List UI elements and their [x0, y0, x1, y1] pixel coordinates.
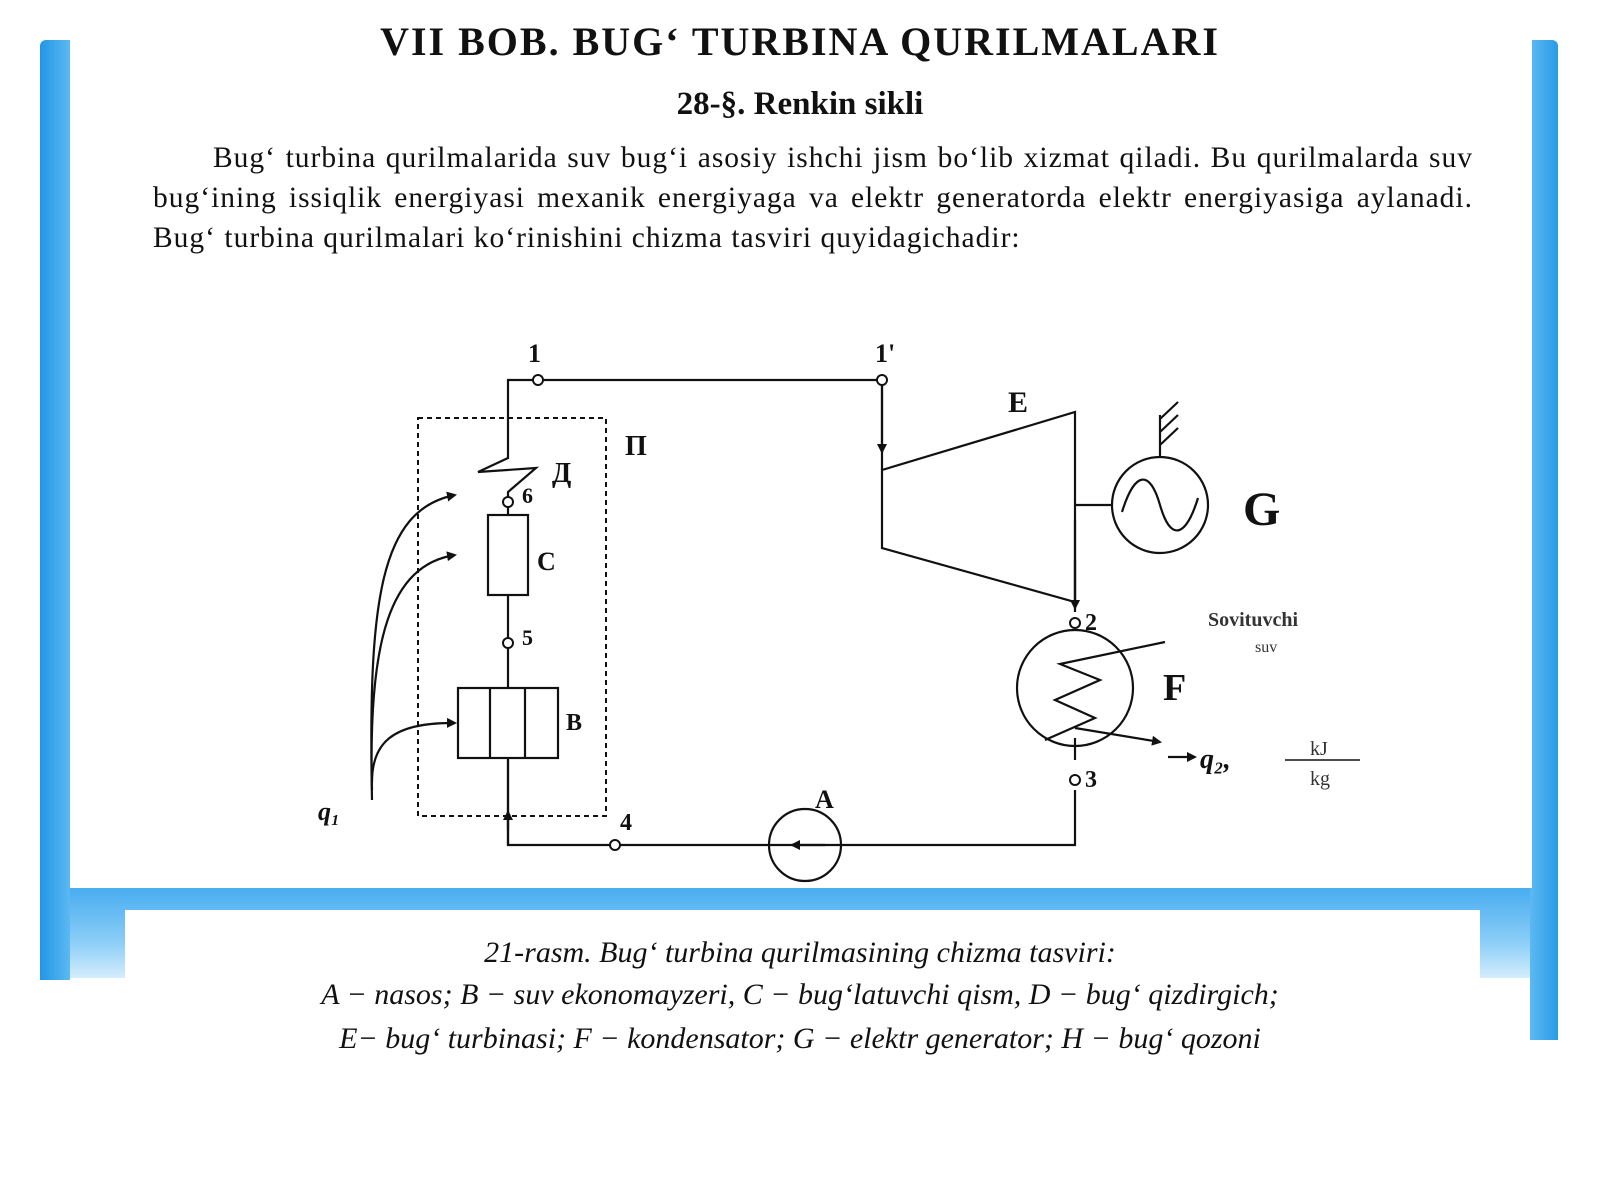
point-6-label: 6: [522, 483, 533, 508]
heat-input-arrow-2: [370, 551, 457, 791]
chapter-title: VII BOB. BUG‘ TURBINA QURILMALARI: [380, 19, 1220, 64]
turbine-body: [880, 410, 1077, 604]
unit-numerator: kJ: [1310, 738, 1328, 760]
heat-input-arrow-1: [370, 491, 457, 801]
evaporator-block: [486, 513, 530, 597]
point-4-label: 4: [620, 810, 632, 836]
unit-denominator: kg: [1310, 768, 1330, 790]
caption-line-3: E− bug‘ turbinasi; F − kondensator; G − …: [339, 1022, 1261, 1055]
pipe-top: [506, 378, 884, 470]
evaporator-label: C: [537, 547, 556, 576]
turbine-label: E: [1008, 386, 1028, 419]
economizer-label: B: [566, 710, 582, 736]
point-5-label: 5: [522, 625, 533, 650]
content-panel: [70, 40, 1532, 888]
cooling-water-label-1: Sovituvchi: [1208, 609, 1298, 631]
pipe-bottom: [506, 760, 1077, 847]
condenser-circle: [1015, 628, 1135, 748]
point-1prime-label: 1': [875, 339, 895, 368]
sine-icon: [1120, 478, 1200, 532]
cooling-coil: [1044, 640, 1166, 742]
generator-label: G: [1243, 483, 1280, 536]
pump-circle: [767, 807, 843, 883]
slide-frame-right: [1530, 40, 1558, 1040]
cooling-water-label-2: suv: [1255, 639, 1277, 656]
boiler-box: [417, 417, 607, 817]
caption-panel: [125, 910, 1480, 1070]
caption-line-2: A − nasos; B − suv ekonomayzeri, C − bug…: [321, 978, 1279, 1011]
point-1-label: 1: [528, 339, 541, 368]
point-2-label: 2: [1085, 610, 1097, 636]
superheater-coil: [477, 442, 540, 496]
intro-paragraph: Bug‘ turbina qurilmalarida suv bug‘i aso…: [153, 142, 1473, 254]
section-title: 28-§. Renkin sikli: [676, 86, 924, 122]
heat-in-label: q₁: [318, 797, 340, 826]
heat-out-label: q₂,: [1200, 744, 1231, 775]
caption-line-1: 21-rasm. Bug‘ turbina qurilmasining chiz…: [484, 936, 1116, 969]
superheater-label: Д: [552, 458, 571, 489]
slide-frame-left: [40, 40, 70, 980]
economizer-block: [456, 686, 560, 760]
pump-label: A: [815, 785, 834, 814]
point-3-label: 3: [1085, 767, 1097, 793]
heat-input-arrow-3: [370, 717, 457, 783]
condenser-label: F: [1163, 667, 1186, 709]
boiler-label: П: [625, 431, 647, 462]
